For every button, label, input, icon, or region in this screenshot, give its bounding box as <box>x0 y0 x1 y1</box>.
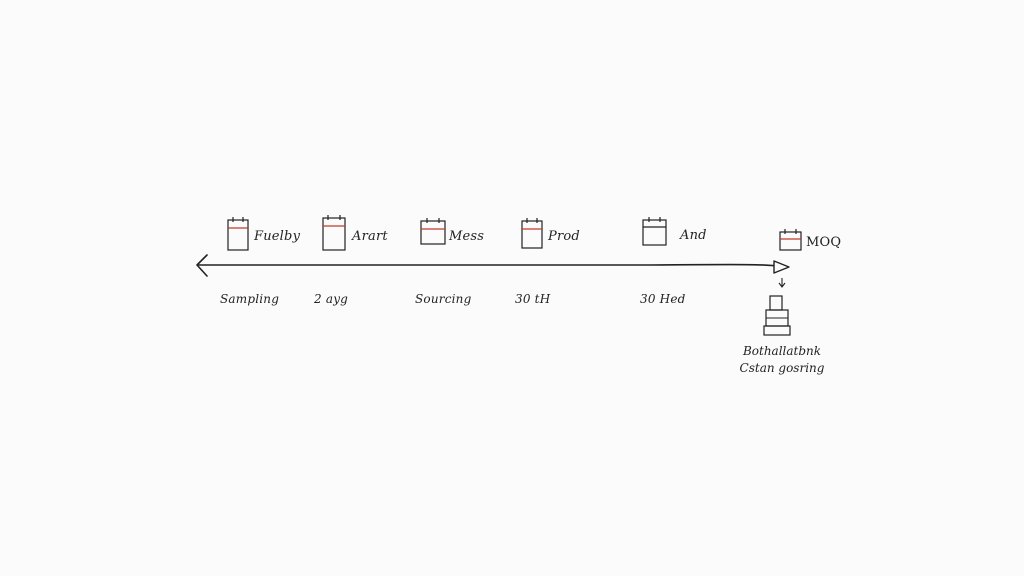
timeline-line <box>198 263 779 267</box>
milestone-label: Mess <box>449 229 485 244</box>
end-caption-line2: Cstan gosring <box>739 361 825 375</box>
end-milestone-label: MOQ <box>806 235 842 250</box>
calendar-icon <box>779 229 802 251</box>
milestone-sublabel: 30 Hed <box>640 292 686 306</box>
milestone-label: Fuelby <box>254 229 301 244</box>
milestone-sublabel: 30 tH <box>515 292 551 306</box>
calendar-icon <box>420 218 446 245</box>
calendar-icon <box>322 215 346 251</box>
milestone-label: Prod <box>548 229 580 244</box>
machine-icon <box>763 295 791 336</box>
calendar-icon <box>642 217 667 246</box>
milestone-label: Arart <box>352 229 388 244</box>
milestone-sublabel: Sampling <box>220 292 280 306</box>
end-caption: Bothallatbnk Cstan gosring <box>732 343 832 377</box>
end-caption-line1: Bothallatbnk <box>742 344 822 358</box>
timeline-end-arrow-icon <box>773 260 790 274</box>
milestone-sublabel: Sourcing <box>415 292 472 306</box>
milestone-sublabel: 2 ayg <box>314 292 349 306</box>
calendar-icon <box>521 218 543 249</box>
timeline-start-arrow-icon <box>196 254 208 277</box>
calendar-icon <box>227 217 249 251</box>
milestone-label: And <box>680 228 707 243</box>
down-arrow-icon <box>778 278 786 288</box>
